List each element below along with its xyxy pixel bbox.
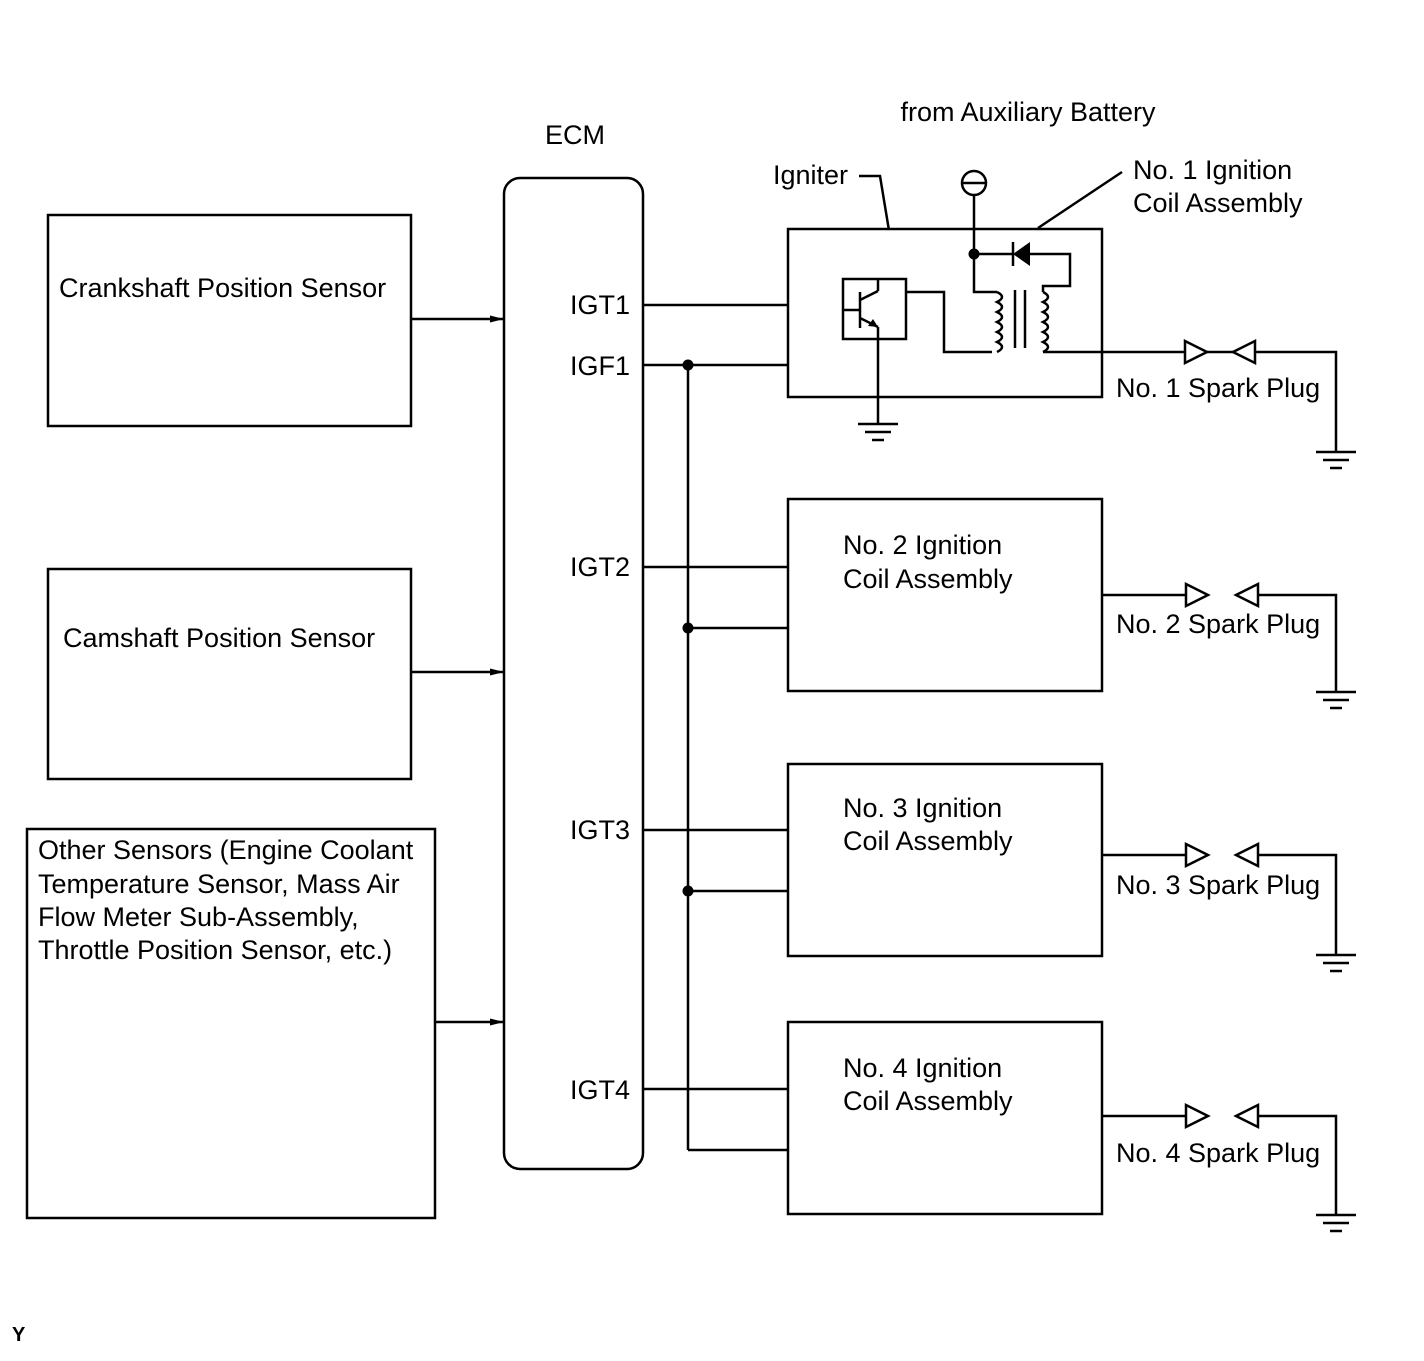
coil3-assembly: No. 3 Ignition Coil Assembly [786, 762, 1186, 958]
spark-plug-4-label: No. 4 Spark Plug [1116, 1138, 1320, 1168]
camshaft-sensor-label: Camshaft Position Sensor [63, 623, 375, 653]
ecm-pin-igt4: IGT4 [570, 1075, 630, 1105]
coil3-label-line2: Coil Assembly [843, 826, 1013, 856]
coil1-label-line1: No. 1 Ignition [1133, 155, 1292, 185]
other-sensors-label-line: Other Sensors (Engine Coolant [38, 835, 414, 865]
diode-icon [1013, 242, 1030, 266]
coil2-label-line2: Coil Assembly [843, 564, 1013, 594]
coil2-label-line1: No. 2 Ignition [843, 530, 1002, 560]
spark-plug-2-label: No. 2 Spark Plug [1116, 609, 1320, 639]
coil3-label-line1: No. 3 Ignition [843, 793, 1002, 823]
power-source-label: from Auxiliary Battery [900, 97, 1156, 127]
spark-gap-icon [1184, 581, 1211, 609]
ecm-block: ECM IGT1 IGF1 IGT2 IGT3 IGT4 [502, 120, 645, 1171]
ecm-pin-igt1: IGT1 [570, 290, 630, 320]
coil2-assembly: No. 2 Ignition Coil Assembly [786, 497, 1186, 693]
coil4-label-line2: Coil Assembly [843, 1086, 1013, 1116]
coil1-label-line2: Coil Assembly [1133, 188, 1303, 218]
spark-gap-icon [1184, 841, 1211, 869]
coil4-label-line1: No. 4 Ignition [843, 1053, 1002, 1083]
spark-plug-1: No. 1 Spark Plug [1116, 338, 1356, 470]
other-sensors-label-line: Temperature Sensor, Mass Air [38, 869, 400, 899]
other-sensors-block: Other Sensors (Engine Coolant Temperatur… [25, 827, 504, 1220]
junction-dot [682, 622, 694, 634]
spark-gap-icon [1184, 1102, 1211, 1130]
ecm-coil-wiring [643, 303, 788, 1152]
ecm-pin-igt3: IGT3 [570, 815, 630, 845]
spark-plug-3-label: No. 3 Spark Plug [1116, 870, 1320, 900]
other-sensors-label-line: Throttle Position Sensor, etc.) [38, 935, 392, 965]
coil1-leader-line [1037, 170, 1123, 230]
camshaft-sensor-block: Camshaft Position Sensor [46, 567, 504, 781]
ecm-pin-igt2: IGT2 [570, 552, 630, 582]
corner-mark: Y [12, 1324, 26, 1346]
spark-plug-3: No. 3 Spark Plug [1116, 841, 1356, 973]
spark-gap-icon [1183, 338, 1210, 366]
primary-coil-icon [994, 290, 1004, 354]
spark-plug-4: No. 4 Spark Plug [1116, 1102, 1356, 1233]
ecm-pin-igf1: IGF1 [570, 351, 630, 381]
coil4-assembly: No. 4 Ignition Coil Assembly [786, 1020, 1186, 1216]
spark-plug-1-label: No. 1 Spark Plug [1116, 373, 1320, 403]
transistor-collector [859, 289, 879, 302]
crankshaft-sensor-label: Crankshaft Position Sensor [59, 273, 386, 303]
igniter-label: Igniter [773, 160, 848, 190]
secondary-coil-icon [1040, 290, 1050, 354]
junction-dot [682, 359, 694, 371]
primary-lead [906, 290, 992, 354]
junction-dot [682, 885, 694, 897]
ecm-title: ECM [545, 120, 605, 150]
coil1-assembly [786, 169, 1185, 442]
other-sensors-label-line: Flow Meter Sub-Assembly, [38, 902, 359, 932]
spark-plug-2: No. 2 Spark Plug [1116, 581, 1356, 710]
crankshaft-sensor-block: Crankshaft Position Sensor [46, 213, 504, 428]
